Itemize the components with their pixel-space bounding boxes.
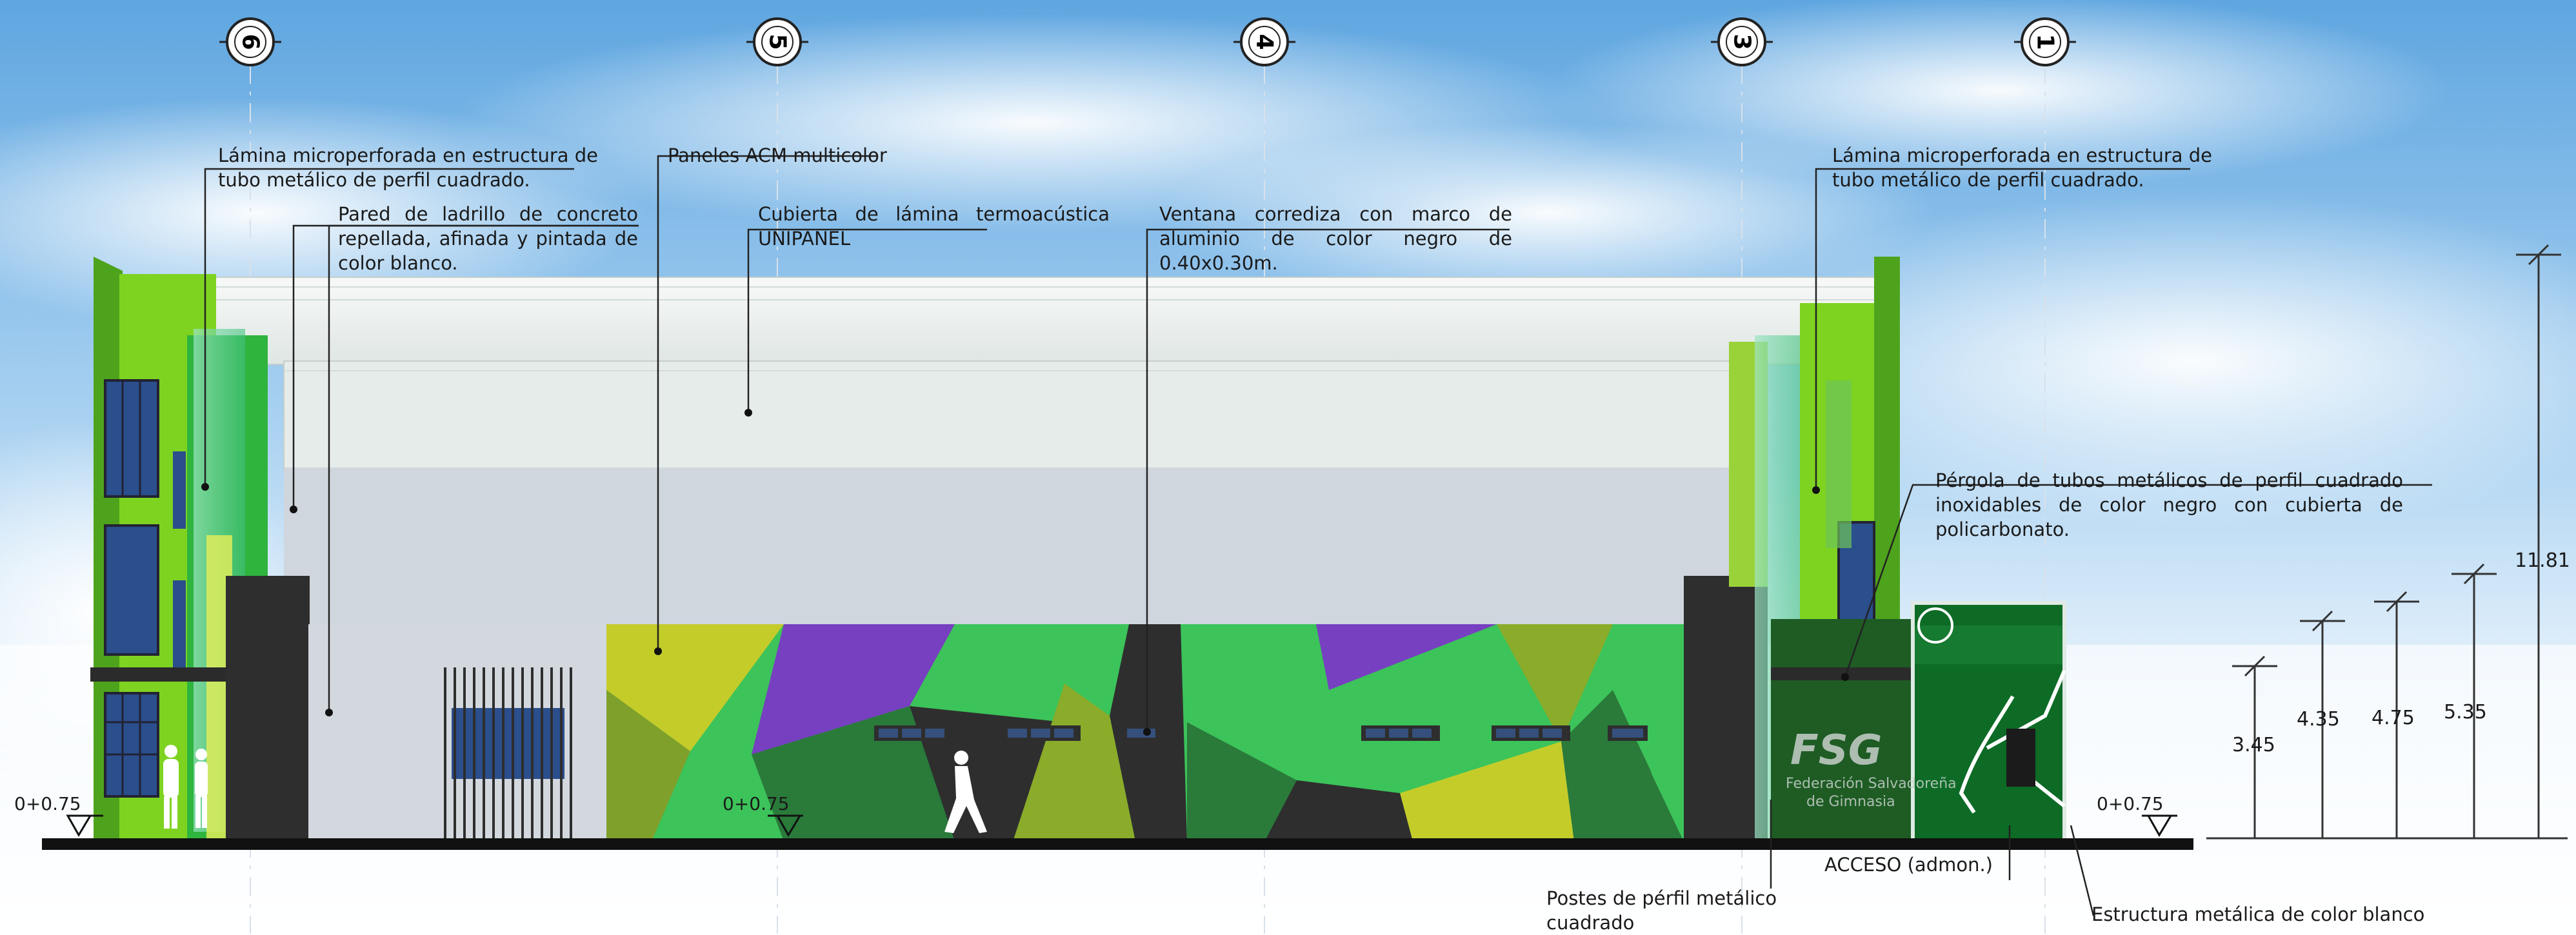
note-brick-wall: Pared de ladrillo de concreto repellada,… [338, 203, 638, 274]
axis-bubble: 3 [1711, 17, 1773, 66]
level-label-right: 0+0.75 [2097, 793, 2164, 814]
dimension-lines [2206, 253, 2568, 840]
note-microperforated-left: Lámina microperforada en estructura de t… [218, 144, 599, 191]
level-label-center: 0+0.75 [723, 793, 790, 814]
axis-label: 4 [1252, 34, 1278, 50]
right-dark-post [1684, 576, 1768, 841]
dimension-4-35: 4.35 [2297, 708, 2340, 731]
dimension-total-height: 11.81 [2515, 549, 2570, 572]
gate [444, 667, 572, 838]
cloud [1677, 193, 2576, 529]
dimension-5-35: 5.35 [2444, 701, 2487, 723]
axis-bubble: 4 [1233, 17, 1295, 66]
level-marker [66, 814, 2177, 837]
axis-label: 5 [764, 34, 791, 50]
dimension-4-75: 4.75 [2371, 707, 2415, 729]
human-figure [163, 745, 987, 833]
leader-lines [204, 155, 2432, 916]
leader-dots [201, 409, 1849, 736]
ground-line [42, 838, 2193, 850]
note-window: Ventana corrediza con marco de aluminio … [1159, 203, 1512, 274]
note-microperforated-right: Lámina microperforada en estructura de t… [1832, 144, 2213, 191]
axis-label: 1 [2032, 34, 2059, 50]
note-acm-panels: Paneles ACM multicolor [668, 144, 887, 166]
note-posts: Postes de pérfil metálico cuadrado [1546, 887, 1777, 934]
note-pergola: Pérgola de tubos metálicos de perfil cua… [1935, 469, 2403, 540]
sign-logo: FSG [1790, 727, 1882, 774]
cloud [0, 97, 645, 329]
note-access: ACCESO (admon.) [1824, 854, 1993, 876]
sign-line-1: Federación Salvadoreña [1786, 776, 1957, 792]
axis-bubble: 5 [746, 17, 808, 66]
back-wall [284, 467, 1755, 629]
left-tower [90, 257, 268, 838]
axis-bubble: 6 [219, 17, 281, 66]
roof [119, 277, 1878, 471]
sign-pergola [1911, 601, 2066, 843]
axis-bubble: 1 [2014, 17, 2076, 66]
sign-line-2: de Gimnasia [1806, 794, 1895, 810]
right-tower [1729, 257, 1913, 845]
level-label-left: 0+0.75 [14, 793, 81, 814]
note-roof: Cubierta de lámina termoacústica UNIPANE… [758, 203, 1110, 250]
axis-label: 3 [1729, 34, 1755, 50]
axis-label: 6 [237, 34, 264, 50]
dimension-3-45: 3.45 [2232, 734, 2275, 756]
note-white-structure: Estructura metálica de color blanco [2092, 903, 2425, 925]
dimension-ticks [2244, 244, 2550, 677]
left-dark-post [226, 576, 310, 841]
